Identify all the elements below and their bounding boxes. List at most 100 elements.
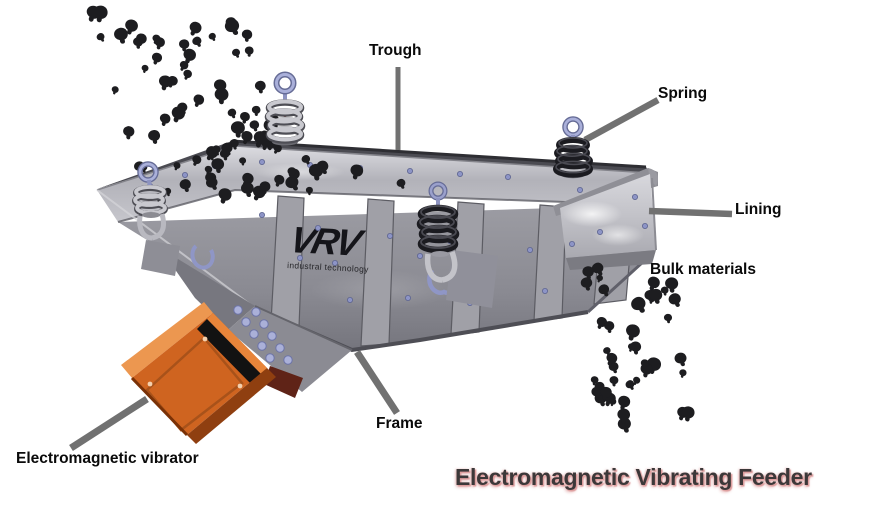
trough-body	[96, 139, 656, 353]
particle	[609, 398, 617, 407]
particle	[211, 145, 221, 156]
particle	[154, 37, 165, 50]
particle	[179, 39, 190, 52]
particle	[627, 343, 636, 352]
particle	[273, 143, 282, 154]
discharge-chute	[160, 248, 353, 398]
lining-leader-line	[648, 207, 733, 218]
particle	[141, 64, 149, 73]
particle	[633, 376, 641, 386]
particle	[179, 61, 189, 71]
particle	[625, 380, 635, 390]
particle	[230, 121, 245, 138]
particle	[647, 276, 660, 291]
particle	[591, 262, 604, 276]
particle	[86, 5, 101, 22]
particle	[239, 157, 247, 166]
particle	[206, 177, 218, 190]
particle	[305, 186, 313, 196]
particle	[600, 386, 612, 401]
vrv-logo-tagline: industral technology	[287, 260, 369, 274]
particle	[591, 386, 603, 400]
particle	[668, 293, 681, 307]
leader-lines	[69, 67, 733, 451]
particle	[148, 130, 161, 144]
particle	[111, 86, 119, 95]
particle	[580, 277, 593, 291]
diagram-title: Electromagnetic Vibrating Feeder	[455, 464, 812, 490]
label-lining: Lining	[735, 201, 782, 218]
particle	[151, 52, 163, 65]
label-trough: Trough	[369, 42, 422, 59]
particle	[229, 139, 239, 150]
particle	[218, 188, 232, 204]
particle	[596, 274, 603, 283]
particle	[617, 408, 631, 424]
particle	[227, 108, 237, 119]
particle	[213, 79, 227, 95]
particle	[133, 37, 143, 49]
particle	[396, 178, 406, 189]
particle	[640, 359, 649, 369]
spring-bracket	[446, 250, 498, 308]
lining-lip	[566, 250, 656, 270]
particle	[274, 174, 285, 187]
particle	[232, 48, 241, 58]
particle	[158, 75, 172, 91]
particle	[211, 158, 225, 174]
particle	[254, 80, 266, 94]
electromagnetic-vibrator	[121, 302, 276, 444]
particle	[598, 284, 610, 297]
particle	[681, 406, 695, 422]
chute-face	[228, 306, 352, 392]
vibrator-mount	[264, 366, 303, 398]
particle	[618, 395, 631, 410]
particle	[159, 113, 171, 126]
particle	[240, 112, 250, 124]
suspension-spring-middle	[416, 181, 498, 308]
particle	[221, 142, 233, 156]
particle	[301, 155, 311, 165]
particle	[660, 286, 669, 296]
particle	[219, 149, 230, 161]
particle	[244, 46, 254, 57]
particle	[171, 106, 186, 123]
particle	[96, 33, 105, 42]
particle	[665, 277, 679, 293]
particle	[679, 369, 687, 378]
label-frame: Frame	[376, 415, 423, 432]
particle	[674, 352, 687, 367]
particle	[241, 182, 254, 198]
particle	[251, 105, 261, 116]
particle	[606, 352, 618, 366]
particle	[241, 29, 253, 42]
particle	[253, 131, 268, 148]
particle	[125, 19, 138, 35]
particle	[582, 266, 594, 280]
particles-feed-spill	[173, 149, 406, 204]
label-bulk-materials: Bulk materials	[650, 261, 756, 278]
vibrator-side-face	[187, 368, 276, 444]
vibrator-gasket	[197, 319, 261, 384]
particle	[179, 179, 191, 193]
particle	[173, 162, 181, 171]
vibrator-leader-line	[69, 396, 149, 451]
particle	[626, 324, 640, 341]
particle	[590, 376, 599, 386]
particle	[663, 313, 673, 324]
particle	[350, 164, 364, 180]
suspension-spring-far-left	[132, 161, 180, 276]
particle	[183, 48, 196, 64]
particle	[193, 94, 205, 107]
particle	[224, 19, 240, 35]
particle	[114, 27, 128, 44]
trough-front-wall	[97, 146, 650, 222]
d-ring	[190, 244, 215, 270]
suspension-spring-left-top	[264, 71, 306, 146]
particle	[192, 36, 202, 47]
rib-plate	[533, 204, 567, 322]
particle	[208, 32, 216, 41]
particle	[603, 347, 611, 356]
